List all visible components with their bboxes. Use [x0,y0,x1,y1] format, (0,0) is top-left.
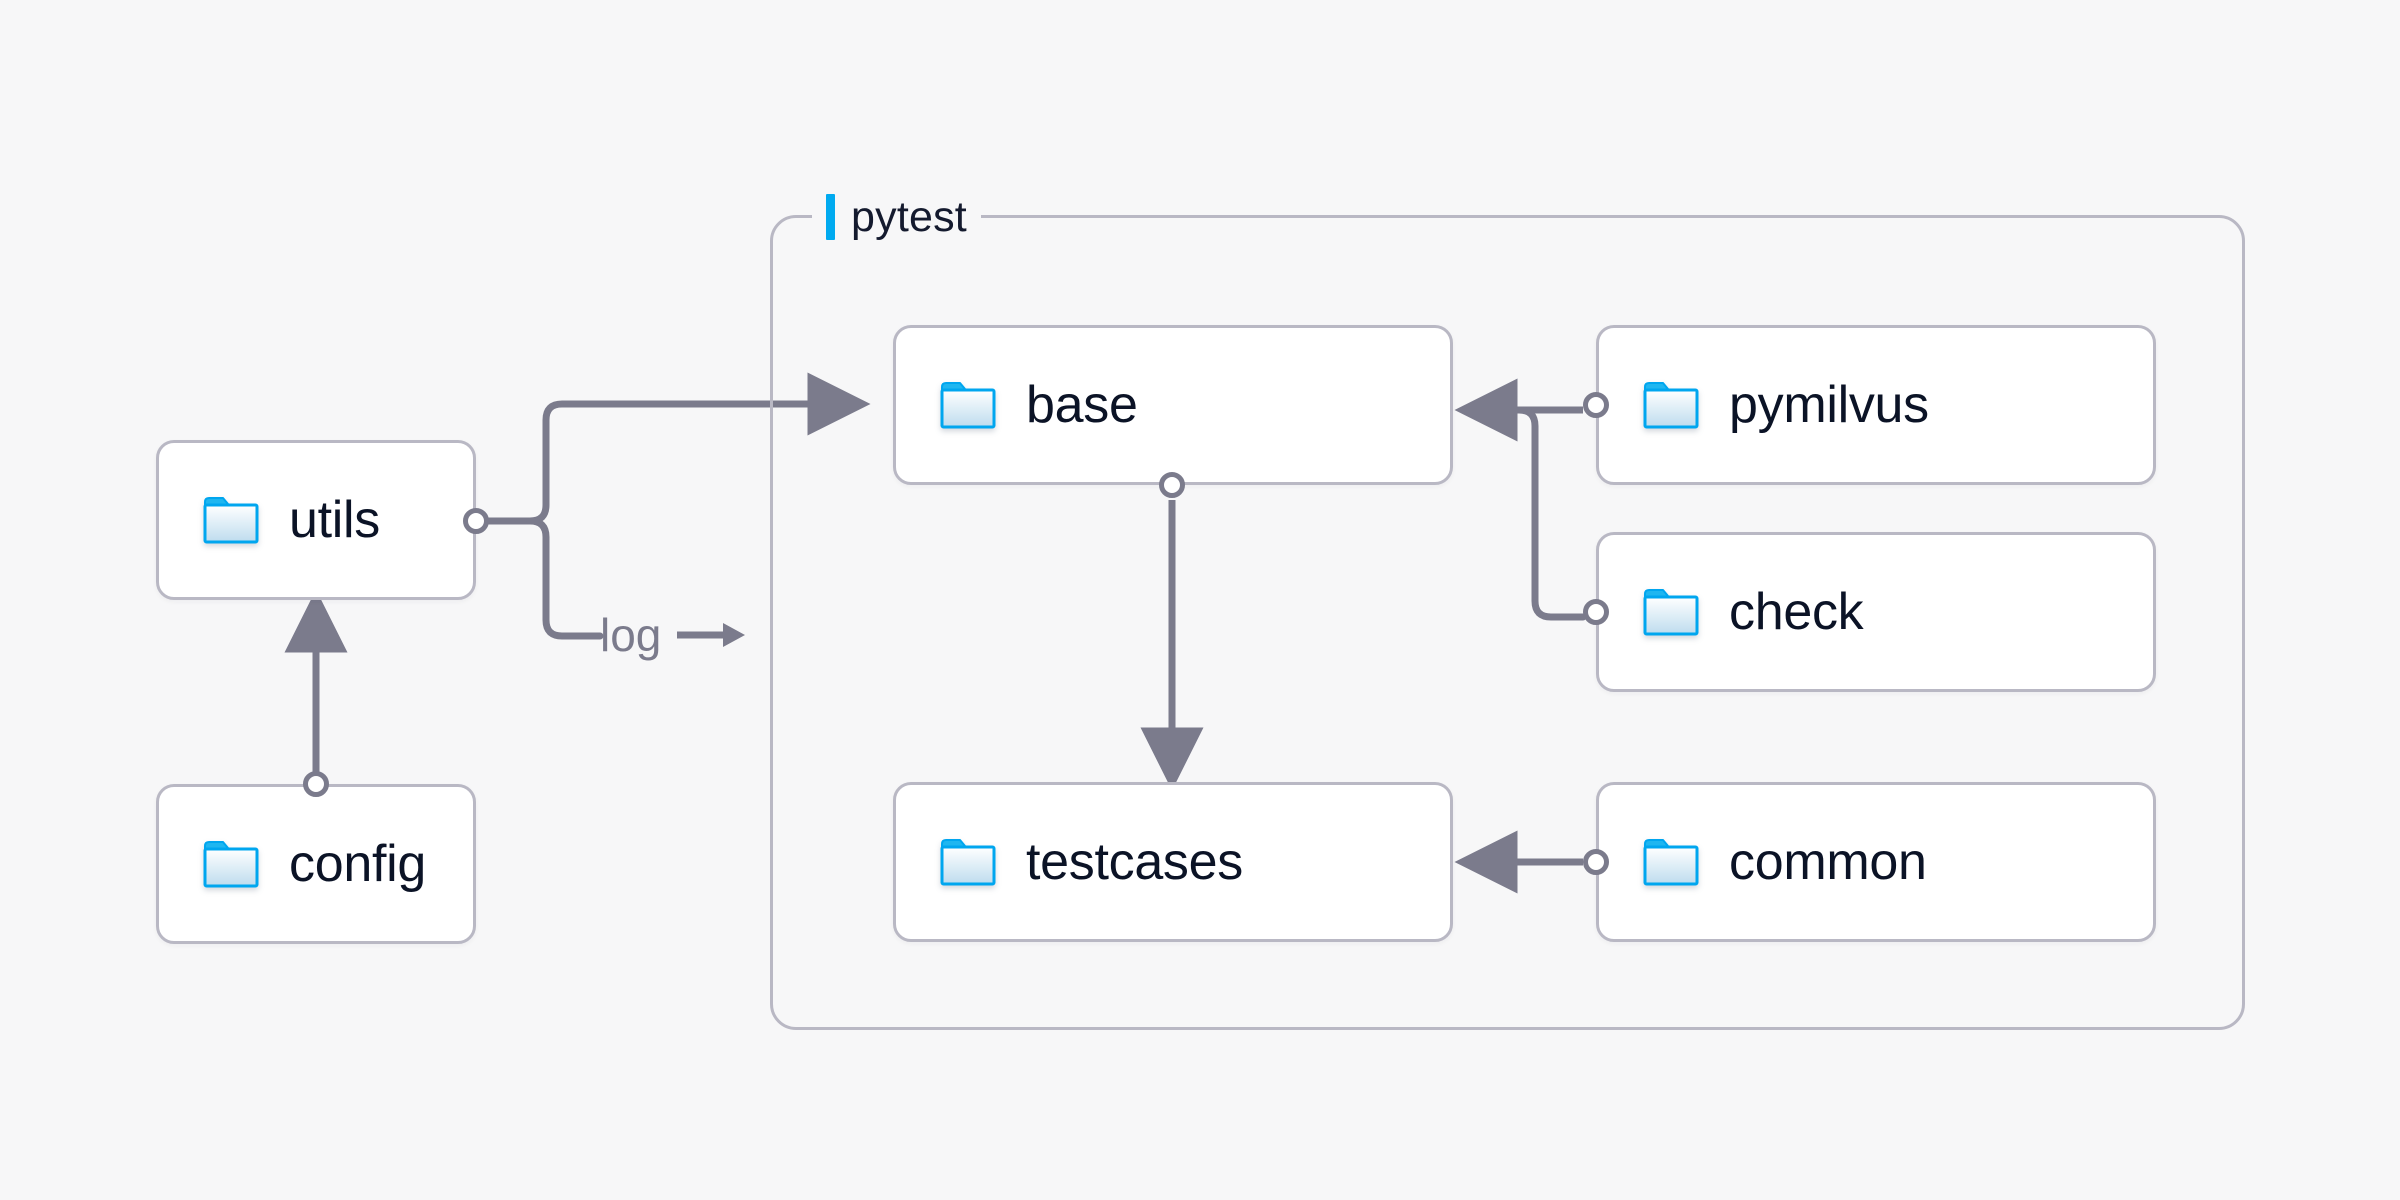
node-utils[interactable]: utils [156,440,476,600]
port-common-left[interactable] [1583,849,1609,875]
port-utils-right[interactable] [463,508,489,534]
node-utils-content: utils [159,494,380,546]
folder-icon [1643,839,1699,886]
node-utils-label: utils [289,491,380,549]
node-check[interactable]: check [1596,532,2156,692]
port-config-top[interactable] [303,771,329,797]
group-pytest-container [770,215,2245,1030]
node-common[interactable]: common [1596,782,2156,942]
node-base-content: base [896,379,1138,431]
node-pymilvus[interactable]: pymilvus [1596,325,2156,485]
node-testcases-content: testcases [896,836,1243,888]
edge-label-log-text: log [600,609,662,661]
node-testcases-label: testcases [1026,833,1243,891]
node-check-label: check [1729,583,1864,641]
folder-icon [1643,382,1699,429]
edge-label-log: log [600,612,747,658]
edge-utils-to-log [526,517,604,640]
folder-icon [203,841,259,888]
node-pymilvus-content: pymilvus [1599,379,1929,431]
port-check-left[interactable] [1583,599,1609,625]
group-label-text: pytest [851,192,967,241]
folder-icon [940,382,996,429]
node-testcases[interactable]: testcases [893,782,1453,942]
folder-icon [203,497,259,544]
node-common-content: common [1599,836,1927,888]
edge-label-arrow-icon [677,623,746,647]
node-config-label: config [289,835,426,893]
group-accent-bar [826,194,835,240]
port-base-bottom[interactable] [1159,472,1185,498]
port-pymilvus-left[interactable] [1583,392,1609,418]
node-config[interactable]: config [156,784,476,944]
folder-icon [1643,589,1699,636]
folder-icon [940,839,996,886]
node-config-content: config [159,838,426,890]
group-pytest-label: pytest [812,190,981,244]
node-pymilvus-label: pymilvus [1729,376,1929,434]
node-base[interactable]: base [893,325,1453,485]
node-base-label: base [1026,376,1138,434]
node-check-content: check [1599,583,1864,641]
node-common-label: common [1729,833,1927,891]
